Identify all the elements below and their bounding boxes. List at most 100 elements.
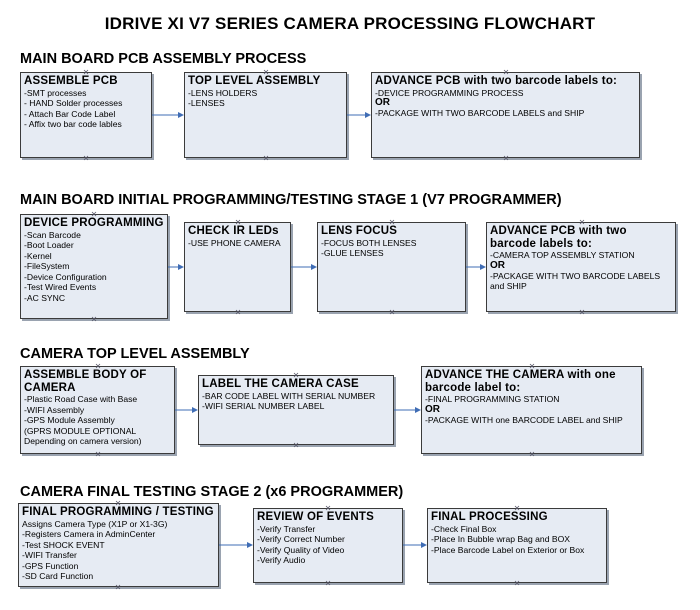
box-heading: LENS FOCUS: [321, 225, 398, 237]
connection-marker: [325, 505, 331, 511]
box-line: (GPRS MODULE OPTIONAL: [24, 425, 137, 436]
connection-marker: [529, 363, 535, 369]
connection-marker: [95, 363, 101, 369]
box-line: -Registers Camera in AdminCenter: [22, 529, 156, 540]
connection-marker: [514, 580, 520, 586]
box-heading: ASSEMBLE PCB: [24, 75, 118, 87]
connection-marker: [91, 316, 97, 322]
box-heading: LABEL THE CAMERA CASE: [202, 378, 359, 390]
box-line: - Affix two bar code lables: [24, 119, 122, 130]
connection-marker: [389, 309, 395, 315]
box-line: -FOCUS BOTH LENSES: [321, 237, 417, 248]
connection-marker: [115, 500, 121, 506]
box-line: -Kernel: [24, 250, 52, 261]
box-line: -Boot Loader: [24, 240, 74, 251]
box-line: -Test Wired Events: [24, 282, 97, 293]
connection-marker: [293, 372, 299, 378]
connection-marker: [503, 155, 509, 161]
box-line: -CAMERA TOP ASSEMBLY STATION: [490, 250, 635, 260]
box-assemble-body: ASSEMBLE BODY OF CAMERA -Plastic Road Ca…: [20, 366, 175, 454]
box-line: -LENS HOLDERS: [188, 87, 258, 98]
connection-markers: [83, 69, 585, 590]
box-line: -Verify Transfer: [257, 523, 316, 534]
box-line: -WIFI SERIAL NUMBER LABEL: [202, 401, 325, 412]
connection-marker: [235, 309, 241, 315]
connection-marker: [235, 219, 241, 225]
box-final-processing: FINAL PROCESSING -Check Final Box -Place…: [427, 508, 607, 583]
box-line: -WIFI Transfer: [22, 550, 77, 561]
box-or: OR: [490, 259, 505, 271]
connection-marker: [83, 155, 89, 161]
box-line: -Verify Quality of Video: [257, 544, 345, 555]
box-heading: DEVICE PROGRAMMING: [24, 217, 164, 229]
box-line: -Device Configuration: [24, 271, 107, 282]
box-line: -LENSES: [188, 98, 225, 109]
box-heading: FINAL PROCESSING: [431, 511, 548, 523]
box-or: OR: [425, 403, 440, 415]
connection-marker: [91, 211, 97, 217]
box-line: -Verify Audio: [257, 555, 306, 566]
box-line: -Verify Correct Number: [257, 534, 345, 545]
box-line: -PACKAGE WITH one BARCODE LABEL and SHIP: [425, 414, 623, 425]
box-line: -DEVICE PROGRAMMING PROCESS: [375, 87, 524, 98]
box-advance-camera: ADVANCE THE CAMERA with one barcode labe…: [421, 366, 642, 454]
box-heading: FINAL PROGRAMMING / TESTING: [22, 506, 214, 518]
box-line: -Place Barcode Label on Exterior or Box: [431, 544, 585, 555]
connection-marker: [263, 155, 269, 161]
box-line: - HAND Solder processes: [24, 98, 123, 109]
box-review-of-events: REVIEW OF EVENTS -Verify Transfer -Verif…: [253, 508, 403, 583]
connection-marker: [115, 584, 121, 590]
box-heading: ADVANCE THE CAMERA with one barcode labe…: [425, 369, 616, 394]
box-line: -PACKAGE WITH TWO BARCODE LABELS and SHI…: [490, 270, 661, 292]
connection-marker: [83, 69, 89, 75]
box-device-programming: DEVICE PROGRAMMING -Scan Barcode -Boot L…: [20, 214, 168, 319]
connection-marker: [95, 451, 101, 457]
box-assemble-pcb: ASSEMBLE PCB -SMT processes - HAND Solde…: [20, 72, 152, 158]
section-title-pcb-assembly: MAIN BOARD PCB ASSEMBLY PROCESS: [20, 51, 307, 67]
section-title-final-testing-stage-2: CAMERA FINAL TESTING STAGE 2 (x6 PROGRAM…: [20, 484, 404, 500]
box-line: - Attach Bar Code Label: [24, 108, 116, 119]
box-line: -SMT processes: [24, 87, 87, 98]
box-heading: REVIEW OF EVENTS: [257, 511, 374, 523]
box-heading: TOP LEVEL ASSEMBLY: [188, 75, 321, 87]
box-line: -Place In Bubble wrap Bag and BOX: [431, 534, 571, 545]
box-line: -SD Card Function: [22, 571, 94, 582]
box-heading: CHECK IR LEDs: [188, 225, 279, 237]
connection-marker: [514, 505, 520, 511]
box-line: -GPS Function: [22, 560, 79, 571]
box-line: -GLUE LENSES: [321, 248, 384, 259]
box-heading: ADVANCE PCB with two barcode labels to:: [490, 225, 627, 250]
connection-marker: [579, 309, 585, 315]
box-line: -Check Final Box: [431, 523, 497, 534]
connection-marker: [325, 580, 331, 586]
box-line: -GPS Module Assembly: [24, 415, 115, 426]
box-or: OR: [375, 97, 390, 109]
box-line: Assigns Camera Type (X1P or X1-3G): [22, 518, 168, 529]
box-line: -USE PHONE CAMERA: [188, 237, 281, 248]
box-lens-focus: LENS FOCUS -FOCUS BOTH LENSES -GLUE LENS…: [317, 222, 466, 312]
box-line: -BAR CODE LABEL WITH SERIAL NUMBER: [202, 390, 376, 401]
box-line: -Plastic Road Case with Base: [24, 394, 138, 404]
box-check-ir-leds: CHECK IR LEDs -USE PHONE CAMERA: [184, 222, 291, 312]
connection-marker: [579, 219, 585, 225]
connection-marker: [503, 69, 509, 75]
connection-marker: [529, 451, 535, 457]
connection-marker: [293, 442, 299, 448]
box-line: -Scan Barcode: [24, 229, 81, 240]
section-title-programming-stage-1: MAIN BOARD INITIAL PROGRAMMING/TESTING S…: [20, 192, 562, 208]
box-line: -FINAL PROGRAMMING STATION: [425, 394, 560, 404]
connection-marker: [389, 219, 395, 225]
box-heading: ASSEMBLE BODY OF CAMERA: [24, 369, 147, 394]
box-line: -PACKAGE WITH TWO BARCODE LABELS and SHI…: [375, 108, 585, 119]
flowchart-title: IDRIVE XI V7 SERIES CAMERA PROCESSING FL…: [104, 14, 596, 33]
box-line: -AC SYNC: [24, 293, 66, 304]
section-title-camera-top-level: CAMERA TOP LEVEL ASSEMBLY: [20, 346, 250, 362]
connection-marker: [263, 69, 269, 75]
box-label-camera-case: LABEL THE CAMERA CASE -BAR CODE LABEL WI…: [198, 375, 394, 445]
box-line: -Test SHOCK EVENT: [22, 539, 105, 550]
box-line: -WIFI Assembly: [24, 404, 85, 415]
box-line: -FileSystem: [24, 261, 70, 272]
box-line: Depending on camera version): [24, 436, 142, 447]
box-heading: ADVANCE PCB with two barcode labels to:: [375, 75, 618, 87]
